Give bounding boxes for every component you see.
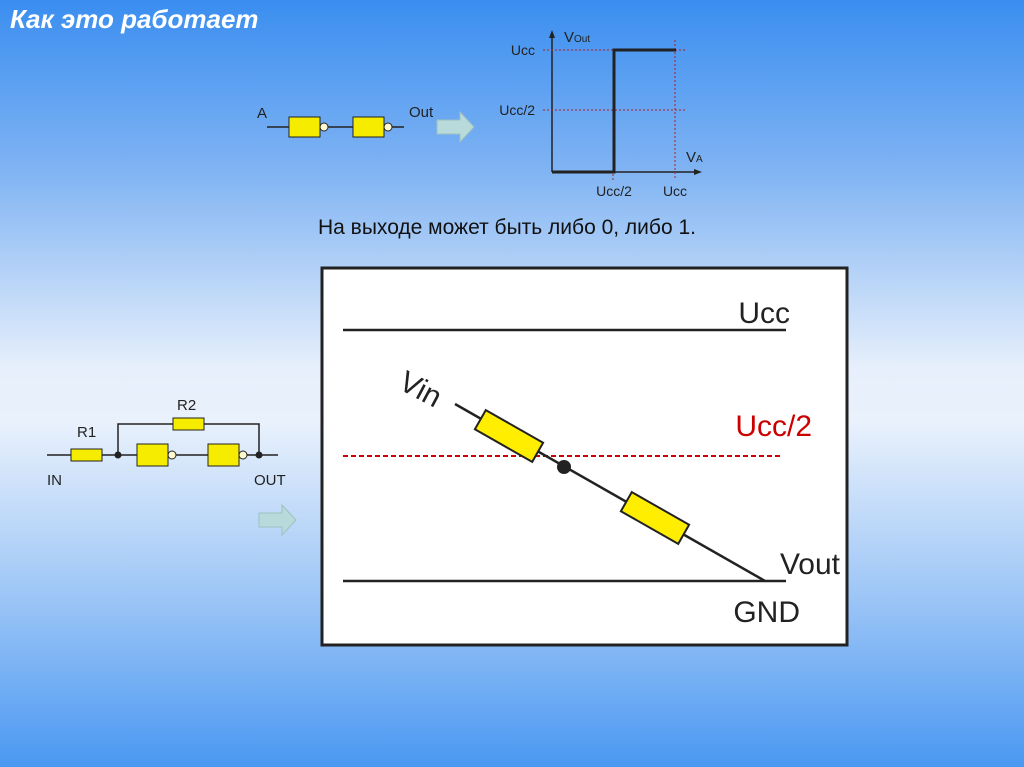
inverter-1 xyxy=(288,116,321,138)
output-label: Out xyxy=(409,104,434,121)
caption: На выходе может быть либо 0, либо 1. xyxy=(318,216,696,239)
transfer-curve xyxy=(552,48,676,174)
r1-label: R1 xyxy=(77,424,96,441)
inverter-2 xyxy=(352,116,385,138)
gnd-label: GND xyxy=(733,596,800,629)
midpoint-node xyxy=(557,460,571,474)
out-label: OUT xyxy=(254,472,286,489)
arrow-icon xyxy=(436,110,475,144)
y-tick: Ucc xyxy=(511,42,535,58)
divider-diagram: Ucc Ucc/2 Vin Vout GND xyxy=(320,266,849,647)
half-label: Ucc/2 xyxy=(735,410,812,443)
inverter-chain: A Out xyxy=(257,104,475,144)
resistor-lower xyxy=(619,490,691,546)
y-tick: Ucc/2 xyxy=(499,102,535,118)
resistor-r1 xyxy=(70,448,103,462)
x-axis-label: VA xyxy=(686,149,703,166)
inverter-2 xyxy=(207,443,240,467)
slide-title: Как это работает xyxy=(10,4,259,34)
schmitt-circuit: R1 R2 IN OUT xyxy=(47,397,297,537)
vout-label: Vout xyxy=(780,548,841,581)
input-label: A xyxy=(257,105,267,122)
inverter-1 xyxy=(136,443,169,467)
ucc-label: Ucc xyxy=(738,297,790,330)
y-axis-label: VOut xyxy=(564,29,590,46)
resistor-upper xyxy=(473,408,545,464)
arrow-icon xyxy=(258,503,297,537)
r2-label: R2 xyxy=(177,397,196,414)
transfer-graph: VOut VA Ucc Ucc/2 Ucc/2 Ucc xyxy=(499,29,703,199)
x-tick: Ucc xyxy=(663,183,687,199)
in-label: IN xyxy=(47,472,62,489)
resistor-r2 xyxy=(172,417,205,431)
x-tick: Ucc/2 xyxy=(596,183,632,199)
